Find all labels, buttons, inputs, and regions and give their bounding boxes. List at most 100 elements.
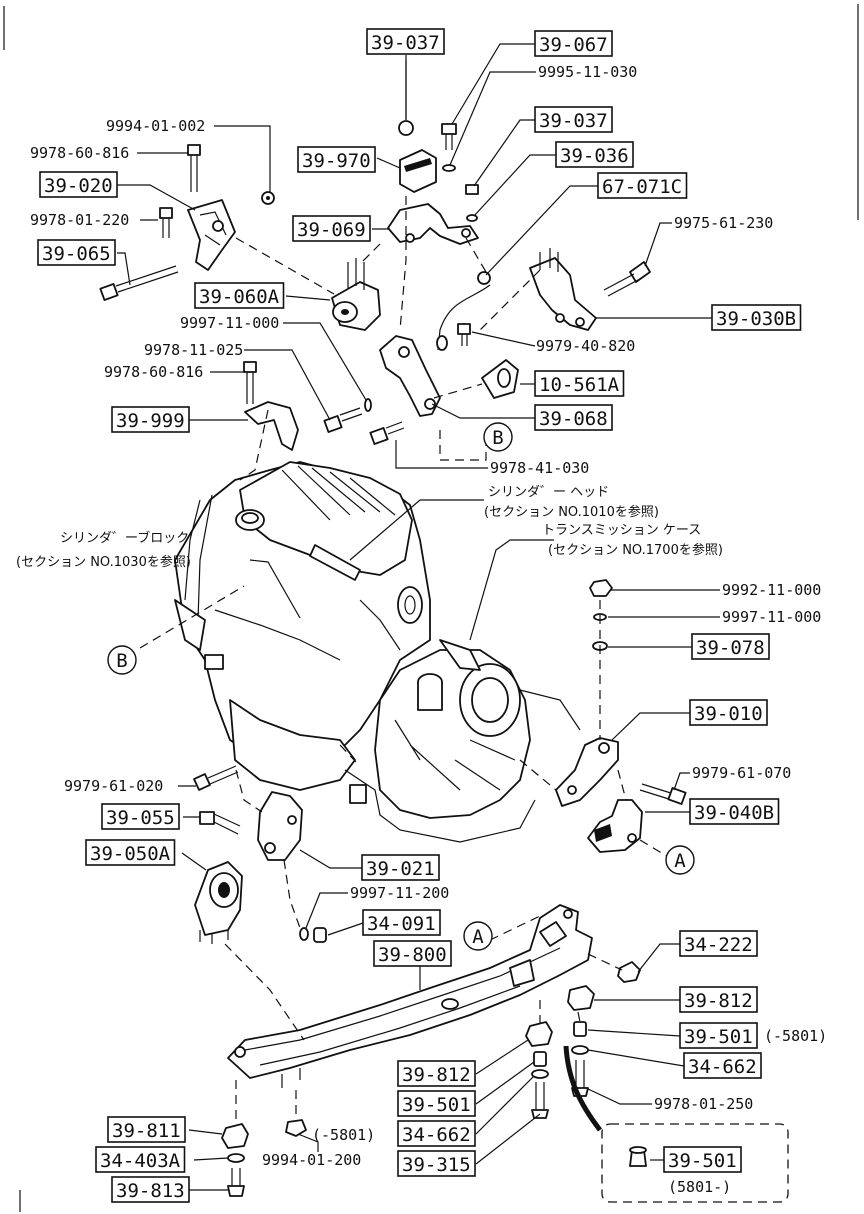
mount-bracket-39-020 (99, 144, 275, 301)
part-number-text: 39-501 (668, 1150, 737, 1172)
part-number-text: 9978-11-025 (144, 341, 243, 359)
crossmember-hardware (221, 961, 641, 1197)
part-number-text: 39-800 (378, 944, 447, 966)
part-number-box (711, 304, 802, 331)
part-number-text: 9978-41-030 (490, 459, 589, 477)
note-cylinder-block-line2: (セクション NO.1030を参照) (16, 554, 191, 570)
note-cylinder-block-line1: シリンダ゛ーブロック (60, 530, 189, 546)
part-number-text: 39-037 (371, 32, 440, 54)
marker-A-crossmember: A (463, 921, 493, 951)
label-p39-970: 39-970 (297, 146, 376, 173)
alignment-dashed-lines (139, 196, 671, 1124)
part-number-box (679, 1022, 758, 1049)
label-n5801-r: (-5801) (764, 1027, 827, 1045)
label-p39-068: 39-068 (534, 404, 613, 431)
part-number-box (663, 1146, 742, 1173)
note-cylinder-head-line1: シリンダ゛ー ヘッド (488, 485, 609, 500)
label-p67-071c: 67-071C (597, 172, 688, 199)
part-number-text: 9978-60-816 (30, 144, 129, 162)
part-number-box (534, 404, 613, 431)
label-p39-501-r: 39-501 (679, 1022, 758, 1049)
part-number-text: 34-662 (402, 1124, 471, 1146)
part-number-box (679, 986, 758, 1013)
label-n9979-40-820: 9979-40-820 (536, 337, 635, 355)
part-number-text: 39-501 (684, 1026, 753, 1048)
part-number-text: 39-069 (297, 219, 366, 241)
part-number-box (691, 633, 770, 660)
svg-text:A: A (674, 850, 686, 872)
label-n9978-60-816-a: 9978-60-816 (30, 144, 129, 162)
part-number-box (111, 406, 190, 433)
svg-text:A: A (472, 926, 484, 948)
part-number-box (597, 172, 688, 199)
label-n5801-l: (-5801) (312, 1126, 375, 1144)
part-number-box (361, 854, 440, 881)
bolt-39-067 (441, 123, 479, 222)
label-n9978-01-250: 9978-01-250 (654, 1095, 753, 1113)
part-number-box (39, 171, 118, 198)
bracket-10-561A (481, 359, 519, 399)
part-number-text: (5801-) (668, 1178, 731, 1196)
part-number-box (37, 239, 116, 266)
part-number-box (679, 930, 758, 957)
part-number-text: 39-055 (106, 807, 175, 829)
part-number-text: 39-050A (90, 843, 171, 865)
part-number-box (194, 282, 285, 309)
svg-text:B: B (116, 650, 127, 672)
reference-notes: シリンダ゛ー ヘッド (セクション NO.1010を参照) トランスミッション … (16, 485, 723, 570)
label-p39-030b: 39-030B (711, 304, 802, 331)
part-number-box (689, 699, 768, 726)
label-p39-020: 39-020 (39, 171, 118, 198)
mount-rubber-39-060A (331, 258, 381, 331)
label-n9995-11-030: 9995-11-030 (538, 63, 637, 81)
part-number-box (373, 940, 452, 967)
part-number-box (683, 1052, 762, 1079)
part-number-text: 39-970 (302, 150, 371, 172)
bracket-39-068 (379, 335, 441, 417)
label-n9978-60-816-b: 9978-60-816 (104, 363, 203, 381)
part-number-box (397, 1150, 476, 1177)
label-p34-091: 34-091 (362, 909, 441, 936)
label-p39-037-mid: 39-037 (534, 106, 613, 133)
part-number-box (397, 1060, 476, 1087)
part-number-text: 39-813 (116, 1180, 185, 1202)
marker-B-upper: B (483, 422, 513, 452)
part-number-box (292, 215, 371, 242)
bracket-39-030B (529, 248, 651, 331)
label-p39-060a: 39-060A (194, 282, 285, 309)
part-number-box (397, 1120, 476, 1147)
part-number-text: 9992-11-000 (722, 581, 821, 599)
bracket-39-069 (387, 203, 479, 245)
label-p39-812-m: 39-812 (397, 1060, 476, 1087)
part-number-text: 9978-01-250 (654, 1095, 753, 1113)
part-number-text: 39-021 (366, 858, 435, 880)
part-number-text: 39-812 (402, 1064, 471, 1086)
label-p39-055: 39-055 (101, 803, 180, 830)
inset-grommet (629, 1146, 664, 1167)
part-number-text: 9978-01-220 (30, 211, 129, 229)
part-number-text: 9979-61-070 (692, 764, 791, 782)
part-number-text: 9997-11-200 (350, 884, 449, 902)
part-number-box (534, 30, 613, 57)
note-transmission-case-line2: (セクション NO.1700を参照) (548, 542, 723, 558)
label-p34-662-m: 34-662 (397, 1120, 476, 1147)
label-p39-315: 39-315 (397, 1150, 476, 1177)
leader-lines (117, 43, 720, 1191)
part-number-text: 39-067 (539, 34, 608, 56)
part-number-text: (-5801) (312, 1126, 375, 1144)
label-n9979-61-070: 9979-61-070 (692, 764, 791, 782)
part-number-text: (-5801) (764, 1027, 827, 1045)
part-number-box (534, 370, 625, 397)
upper-mount-39-970 (398, 60, 437, 193)
label-p39-067: 39-067 (534, 30, 613, 57)
svg-text:B: B (492, 427, 503, 449)
part-number-box (95, 1146, 186, 1173)
label-p39-813: 39-813 (111, 1176, 190, 1203)
part-number-text: 9978-60-816 (104, 363, 203, 381)
label-n9994-01-200: 9994-01-200 (262, 1151, 361, 1169)
part-number-text: 9975-61-230 (674, 214, 773, 232)
label-p39-065: 39-065 (37, 239, 116, 266)
right-mount-hardware-stack (589, 579, 613, 651)
part-number-box (397, 1090, 476, 1117)
label-n9997-11-000-b: 9997-11-000 (722, 608, 821, 626)
